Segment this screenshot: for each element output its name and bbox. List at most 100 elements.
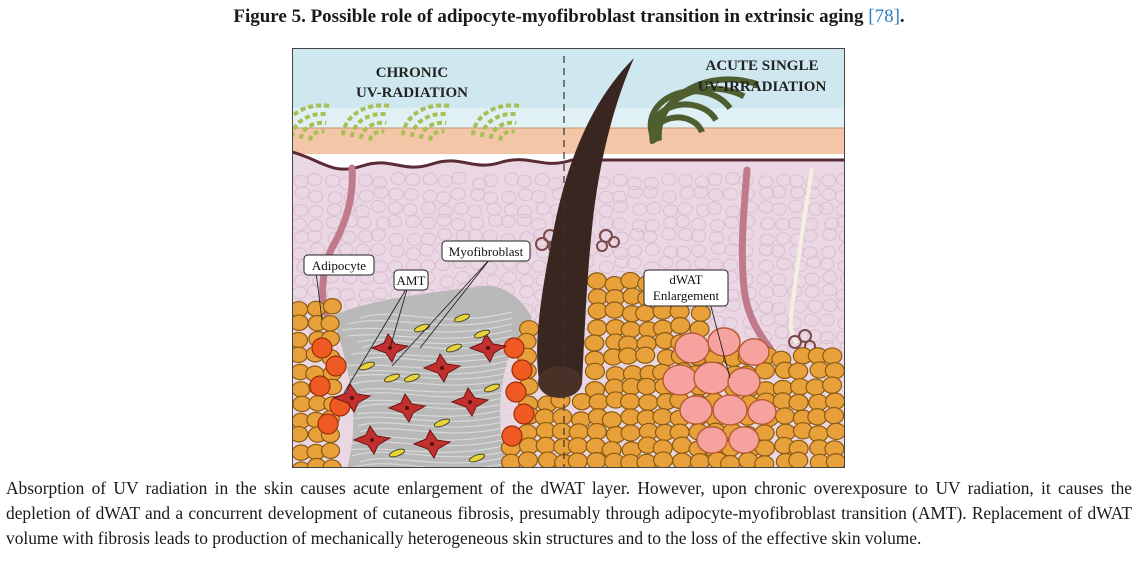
fibrosis-strand (354, 389, 513, 398)
fibrosis-strand (351, 449, 513, 458)
adipocyte (587, 302, 608, 320)
dermis-cell (405, 172, 421, 186)
dermis-cell (517, 174, 533, 188)
dermis-cell (354, 204, 370, 218)
dermis-cell (500, 214, 516, 228)
transitioning-adipocyte (311, 337, 333, 359)
dermis-cell (839, 341, 845, 354)
adipocyte (620, 271, 641, 290)
skin-diagram: CHRONIC UV-RADIATION ACUTE SINGLE UV-IRR… (292, 48, 845, 468)
dermis-cell (437, 228, 453, 242)
uv-chronic-arc (419, 120, 447, 140)
dermis-cell (822, 283, 838, 297)
fibroblast (358, 361, 376, 371)
transitioning-adipocyte (503, 337, 525, 359)
callout-amt-text: AMT (397, 273, 426, 288)
callout-adipocyte: Adipocyte (303, 254, 375, 276)
chronic-uv-waves (292, 103, 521, 141)
dermis-cell (756, 272, 772, 286)
dermis-cell (370, 199, 386, 213)
dermis-cell (821, 174, 837, 188)
dermis-cell (451, 171, 467, 185)
adipocyte (652, 408, 673, 426)
uv-chronic-arc (359, 120, 387, 140)
dermis-cell (707, 172, 723, 186)
dermis-cell (805, 176, 821, 190)
adipocyte (788, 362, 809, 380)
dermis-cell (770, 244, 786, 258)
dermis-cell (370, 243, 386, 257)
adipocyte (788, 451, 809, 468)
dermis-cell (390, 171, 406, 185)
dermis-cell (642, 230, 658, 244)
fibrosis-strand (351, 461, 513, 468)
adipocyte (501, 453, 522, 468)
adipocyte (788, 393, 809, 412)
adipocyte (586, 272, 607, 290)
adipocyte (754, 455, 775, 468)
adipocyte (306, 300, 326, 318)
uv-acute-arc (655, 76, 760, 141)
fibroblast (483, 383, 501, 393)
dermis-cell (678, 228, 694, 242)
dermis-cell (790, 186, 806, 200)
fibrosis-strand (342, 359, 513, 369)
enlarged-adipocyte (693, 361, 731, 395)
dermis-cell (533, 227, 549, 241)
dermis-cell (804, 285, 820, 299)
dermis-cell (598, 190, 614, 204)
transitioning-adipocyte (513, 403, 535, 425)
dermis-cell (771, 302, 787, 316)
adipocyte (604, 301, 625, 319)
dermis-cell (308, 190, 324, 204)
dermis-cell (658, 255, 674, 269)
dermis-cell (504, 172, 520, 186)
adipocyte (635, 346, 656, 364)
dermis-cell (773, 312, 789, 326)
enlarged-adipocyte (728, 426, 760, 454)
dermis-cell (643, 176, 659, 190)
dermis-cell (517, 205, 533, 219)
dermis-cell (531, 259, 547, 273)
dermis-cell (678, 173, 694, 187)
adipocyte (635, 304, 656, 322)
dermis-cell (645, 242, 661, 256)
dermis-cell (759, 285, 775, 299)
dermis-cell (421, 232, 437, 246)
dermis-cell (487, 214, 503, 228)
enlarged-adipocyte (679, 395, 713, 425)
dermis-cell (774, 325, 790, 339)
myofibroblast-nucleus (405, 406, 409, 410)
adipocyte (720, 454, 741, 468)
dermis-cell (836, 172, 845, 186)
myofibroblast-cells (332, 332, 508, 460)
dermis-cell (691, 229, 707, 243)
adipocyte (754, 362, 776, 380)
dermis-cell (835, 289, 845, 303)
dermis-cell (307, 172, 323, 186)
fibrosis-strand (360, 311, 513, 320)
dermis-cell (695, 203, 711, 217)
dermis-cell (372, 176, 388, 190)
dermis-cell (759, 186, 775, 200)
adipocyte (826, 422, 845, 441)
fibroblast (383, 373, 401, 383)
label-chronic-line2: UV-RADIATION (356, 85, 468, 101)
dermis-cell (356, 216, 372, 230)
dermis-cell (834, 190, 845, 204)
dermis-cell (835, 330, 845, 344)
adipocyte (807, 408, 828, 426)
dermis-cell (450, 187, 466, 201)
dermis-cell (818, 201, 834, 215)
dermis-cell (472, 177, 488, 191)
adipocyte (567, 437, 588, 455)
callout-dwat-line2: Enlargement (653, 288, 720, 303)
sweat-duct-left (319, 164, 356, 317)
adipocyte (808, 393, 829, 412)
uv-chronic-arc (498, 129, 515, 141)
dermis-cell (626, 177, 642, 191)
figure-reference-link[interactable]: [78] (868, 6, 900, 27)
uv-chronic-arc (308, 129, 325, 141)
callout-myofibroblast: Myofibroblast (441, 240, 531, 262)
dermis-cell (772, 284, 788, 298)
